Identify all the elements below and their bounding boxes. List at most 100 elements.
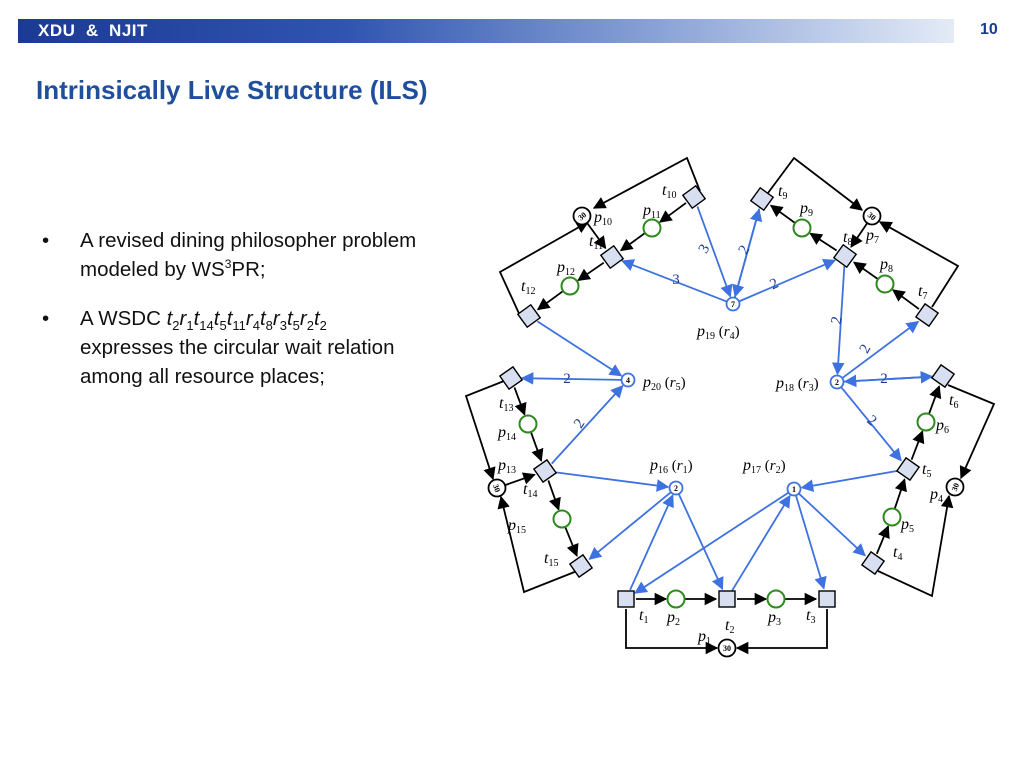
place-label: p12	[556, 259, 575, 278]
return-arc	[878, 221, 960, 308]
arc-weight-label: 2	[829, 315, 846, 325]
arc-weight-label: 2	[563, 371, 571, 387]
return-arc	[592, 156, 701, 209]
resource-label: p16 (r1)	[649, 457, 693, 476]
bullet-item-2: A WSDC t2r1t14t5t11r4t8r3t5r2t2expresses…	[42, 304, 452, 391]
bullet-2-prefix: A WSDC	[80, 307, 167, 330]
transition-label: t4	[893, 544, 902, 563]
token-count: 30	[723, 644, 731, 653]
page-number: 10	[980, 21, 998, 38]
process-arc	[852, 261, 879, 280]
transition-t4	[860, 550, 886, 576]
place-label: p6	[935, 417, 949, 436]
place-label: p4	[929, 486, 943, 505]
transition-label: t15	[544, 550, 558, 569]
return-arc	[464, 380, 505, 481]
bullet-1-text: A revised dining philosopher problem mod…	[80, 229, 417, 281]
place-label: p9	[799, 200, 813, 219]
place-label: p2	[666, 609, 680, 628]
token-count: 2	[674, 484, 678, 493]
arc-weight-label: 2	[857, 342, 875, 356]
idle-place-p13	[487, 478, 507, 498]
resource-label: p20 (r5)	[642, 374, 686, 393]
resource-place-p19	[725, 296, 741, 312]
formula-term: t5	[286, 307, 300, 334]
resource-arc	[840, 386, 902, 462]
header-org: XDU & NJIT	[38, 21, 148, 40]
transition-label: t6	[949, 392, 958, 411]
resource-arc	[554, 471, 670, 492]
resource-arc	[731, 494, 791, 591]
formula-term: r4	[245, 307, 260, 334]
formula-term: r2	[299, 307, 314, 334]
transition-t14	[532, 458, 558, 484]
transition-t7	[914, 302, 940, 328]
resource-arc	[733, 208, 763, 298]
place-label: p15	[507, 517, 526, 536]
slide-title: Intrinsically Live Structure (ILS)	[36, 75, 428, 105]
process-arc	[547, 480, 561, 511]
resource-place-p17	[786, 481, 802, 497]
operation-place-p5	[882, 507, 902, 527]
formula-term: t2	[313, 307, 327, 334]
resource-arc	[800, 469, 899, 492]
process-arc	[513, 387, 527, 416]
process-arc	[892, 289, 920, 310]
transition-t5	[895, 456, 921, 482]
formula-term: t5	[213, 307, 227, 334]
arc-weight-label: 2	[864, 412, 880, 429]
resource-arc	[520, 372, 622, 385]
transition-t11	[599, 244, 625, 270]
transition-t10	[681, 184, 707, 210]
process-arc	[893, 478, 907, 509]
resource-arc	[588, 491, 672, 560]
bullet-item-1: A revised dining philosopher problem mod…	[42, 226, 452, 284]
transition-label: t14	[523, 481, 537, 500]
resource-arc	[634, 492, 789, 594]
token-count: 4	[626, 376, 630, 385]
formula-term: r1	[179, 307, 194, 334]
formula-term: r3	[272, 307, 287, 334]
wsdc-formula: t2r1t14t5t11r4t8r3t5r2t2	[166, 307, 327, 334]
place-label: p5	[900, 516, 914, 535]
resource-label: p17 (r2)	[742, 457, 786, 476]
process-arc	[850, 222, 868, 248]
operation-place-p15	[552, 509, 572, 529]
process-arc	[577, 261, 605, 282]
resource-arc	[551, 384, 624, 465]
resource-arc	[795, 495, 827, 590]
resource-place-p18	[829, 374, 845, 390]
idle-place-p4	[945, 477, 965, 497]
resource-arc	[629, 494, 674, 591]
place-label: p14	[497, 424, 516, 443]
operation-place-p12	[560, 276, 580, 296]
place-label: p7	[865, 227, 879, 246]
place-label: p13	[497, 457, 516, 476]
resource-label: p19 (r4)	[696, 323, 740, 342]
transition-label: t5	[922, 461, 931, 480]
resource-place-p16	[668, 480, 684, 496]
return-arc	[877, 494, 954, 598]
operation-place-p8	[875, 274, 895, 294]
transition-t6	[930, 363, 956, 389]
resource-arc	[798, 493, 866, 557]
transition-label: t9	[778, 183, 787, 202]
process-arc	[875, 525, 890, 555]
operation-place-p3	[766, 589, 786, 609]
place-label: p11	[642, 202, 661, 221]
bullet-list: A revised dining philosopher problem mod…	[42, 226, 452, 411]
bullet-1-sup: 3	[224, 257, 232, 272]
return-arc	[497, 495, 578, 594]
token-count: 7	[731, 300, 735, 309]
transition-t1	[617, 590, 635, 608]
place-label: p3	[767, 609, 781, 628]
idle-place-p1	[717, 638, 737, 658]
resource-place-p20	[620, 372, 636, 388]
resource-arc	[739, 259, 837, 303]
token-count: 30	[491, 483, 502, 494]
formula-term: t2	[166, 307, 180, 334]
transition-t13	[498, 365, 524, 391]
process-arc	[530, 432, 544, 462]
return-arc	[947, 384, 996, 480]
